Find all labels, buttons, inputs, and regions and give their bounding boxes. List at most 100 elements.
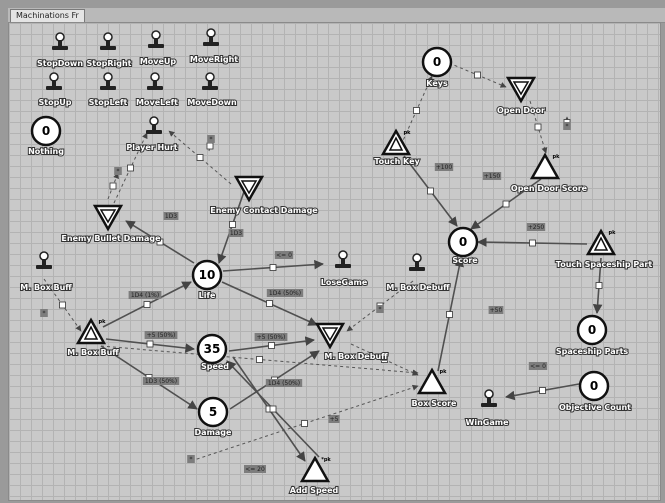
source-m_box_buff-label: M. Box Buff xyxy=(67,348,119,357)
edge-boxscore-score-handle[interactable] xyxy=(446,311,453,318)
drain-open_door[interactable] xyxy=(505,76,537,104)
edge-buff-boxscore[interactable] xyxy=(100,345,419,376)
source-open_door_score-outer[interactable] xyxy=(529,152,561,180)
pool-keys-circle[interactable] xyxy=(421,46,453,78)
pool-spaceship_parts[interactable]: 0 xyxy=(576,314,608,346)
drain-enemy_bullet_damage[interactable] xyxy=(92,204,124,232)
pool-damage[interactable]: 5 xyxy=(197,396,229,428)
pool-nothing-circle[interactable] xyxy=(30,115,62,147)
edge-debufftrigger-debuff[interactable] xyxy=(346,280,414,332)
edge-buff-damage-label: 1D3 (50%) xyxy=(142,377,180,385)
button-movedown-icon[interactable] xyxy=(202,72,218,90)
button-moveup-icon[interactable] xyxy=(148,30,164,48)
button-stopright-icon[interactable] xyxy=(100,32,116,50)
source-touch_key[interactable]: pk xyxy=(380,128,412,156)
source-touch_spaceship_part[interactable]: pk xyxy=(585,228,617,256)
pool-score-circle[interactable] xyxy=(447,226,479,258)
pool-keys[interactable]: 0 xyxy=(421,46,453,78)
edge-contact-life-handle[interactable] xyxy=(229,221,236,228)
source-m_box_buff[interactable]: pk xyxy=(75,317,107,345)
pool-life-circle[interactable] xyxy=(191,259,223,291)
source-m_box_buff-outer[interactable] xyxy=(75,317,107,345)
trigger-player_hurt-icon-knob xyxy=(149,116,159,126)
edge-bufftrigger-buff-handle[interactable] xyxy=(59,301,66,309)
edge-objective-win-handle[interactable] xyxy=(539,387,546,394)
source-box_score-outer[interactable] xyxy=(416,367,448,395)
pool-objective_count-circle[interactable] xyxy=(578,370,610,402)
source-box_score[interactable]: pk xyxy=(416,367,448,395)
button-moveright-icon[interactable] xyxy=(203,28,219,46)
trigger-player_hurt-icon-base xyxy=(146,130,162,134)
edge-spaceship-parts-handle[interactable] xyxy=(595,282,603,289)
edge-life-debuff-handle[interactable] xyxy=(266,300,273,307)
trigger-lose_game-icon[interactable] xyxy=(335,250,351,268)
pool-damage-circle[interactable] xyxy=(197,396,229,428)
trigger-win_game-icon[interactable] xyxy=(481,389,497,407)
trigger-player_hurt-icon[interactable] xyxy=(146,116,162,134)
edge-buff-life-handle[interactable] xyxy=(143,301,151,308)
button-stopup-icon-base xyxy=(46,86,62,90)
edge-contact-star-handle[interactable] xyxy=(206,142,214,150)
edge-contact-hurt-handle[interactable] xyxy=(196,154,204,161)
drain-m_box_debuff[interactable] xyxy=(314,322,346,350)
edge-contact-hurt[interactable] xyxy=(168,130,232,185)
edge-bullet-star-handle[interactable] xyxy=(109,182,117,190)
edge-keys-opendoor-handle[interactable] xyxy=(474,71,481,79)
edge-touchkey-score-handle[interactable] xyxy=(427,187,434,195)
button-moveup-icon-knob xyxy=(151,30,161,40)
button-moveleft-icon[interactable] xyxy=(147,72,163,90)
edge-debuff-speed-handle[interactable] xyxy=(268,342,275,349)
pool-speed[interactable]: 35 xyxy=(196,333,228,365)
pool-life[interactable]: 10 xyxy=(191,259,223,291)
edge-damage-boxscore[interactable] xyxy=(190,384,419,462)
trigger-m_box_debuff_trigger-icon-base xyxy=(409,267,425,271)
pool-objective_count[interactable]: 0 xyxy=(578,370,610,402)
trigger-m_box_debuff_trigger-icon[interactable] xyxy=(409,253,425,271)
button-stopdown-icon-knob xyxy=(55,32,65,42)
tab-machinations[interactable]: Machinations Fr xyxy=(10,9,85,22)
edge-buff-speed-handle[interactable] xyxy=(146,340,154,348)
edge-opendoor-doorscore-handle[interactable] xyxy=(534,123,542,131)
edge-spaceship-score-label-bg xyxy=(526,223,546,231)
source-add_speed[interactable]: *pk xyxy=(299,455,331,483)
edge-spaceship-score-handle[interactable] xyxy=(529,239,536,247)
pool-score[interactable]: 0 xyxy=(447,226,479,258)
pool-damage-label: Damage xyxy=(195,428,233,437)
trigger-win_game-label: WinGame xyxy=(466,418,510,427)
button-stopup-icon[interactable] xyxy=(46,72,62,90)
source-open_door_score[interactable]: pk xyxy=(529,152,561,180)
edge-contact-star-label-text: * xyxy=(210,136,213,143)
edge-bullet-hurt-handle[interactable] xyxy=(127,164,134,172)
button-stopdown-icon[interactable] xyxy=(52,32,68,50)
drain-enemy_contact_damage-label: Enemy Contact Damage xyxy=(210,206,318,215)
edge-bufftrigger-buff-label-text: * xyxy=(43,310,46,317)
trigger-m_box_buff_trigger-icon-knob xyxy=(39,251,49,261)
edge-touchkey-keys-handle[interactable] xyxy=(413,107,420,114)
source-touch_key-tag: pk xyxy=(404,130,412,136)
button-moveleft-icon-knob xyxy=(150,72,160,82)
trigger-m_box_buff_trigger-icon[interactable] xyxy=(36,251,52,269)
pool-speed-circle[interactable] xyxy=(196,333,228,365)
button-stopleft-icon[interactable] xyxy=(100,72,116,90)
pool-spaceship_parts-circle[interactable] xyxy=(576,314,608,346)
edge-buff-damage-label-text: 1D3 (50%) xyxy=(145,378,177,385)
button-stopdown-icon-base xyxy=(52,46,68,50)
edge-life-lose-handle[interactable] xyxy=(269,264,277,271)
source-touch_spaceship_part-outer[interactable] xyxy=(585,228,617,256)
edge-addspeed-speed-handle[interactable] xyxy=(269,405,277,413)
pool-nothing[interactable]: 0 xyxy=(30,115,62,147)
edge-doorscore-score-handle[interactable] xyxy=(502,200,510,208)
source-m_box_buff-inner xyxy=(83,325,99,340)
edge-buff-boxscore-handle[interactable] xyxy=(256,356,263,363)
source-touch_key-outer[interactable] xyxy=(380,128,412,156)
button-movedown-label: MoveDown xyxy=(187,98,237,107)
pool-life-label: Life xyxy=(199,291,216,300)
edge-damage-boxscore-handle[interactable] xyxy=(301,420,308,427)
edge-objective-win-label-bg xyxy=(528,362,548,370)
source-add_speed-outer[interactable] xyxy=(299,455,331,483)
pool-nothing-value: 0 xyxy=(42,124,50,138)
drain-enemy_contact_damage[interactable] xyxy=(233,175,265,203)
edge-life-bullet-handle[interactable] xyxy=(156,238,164,246)
